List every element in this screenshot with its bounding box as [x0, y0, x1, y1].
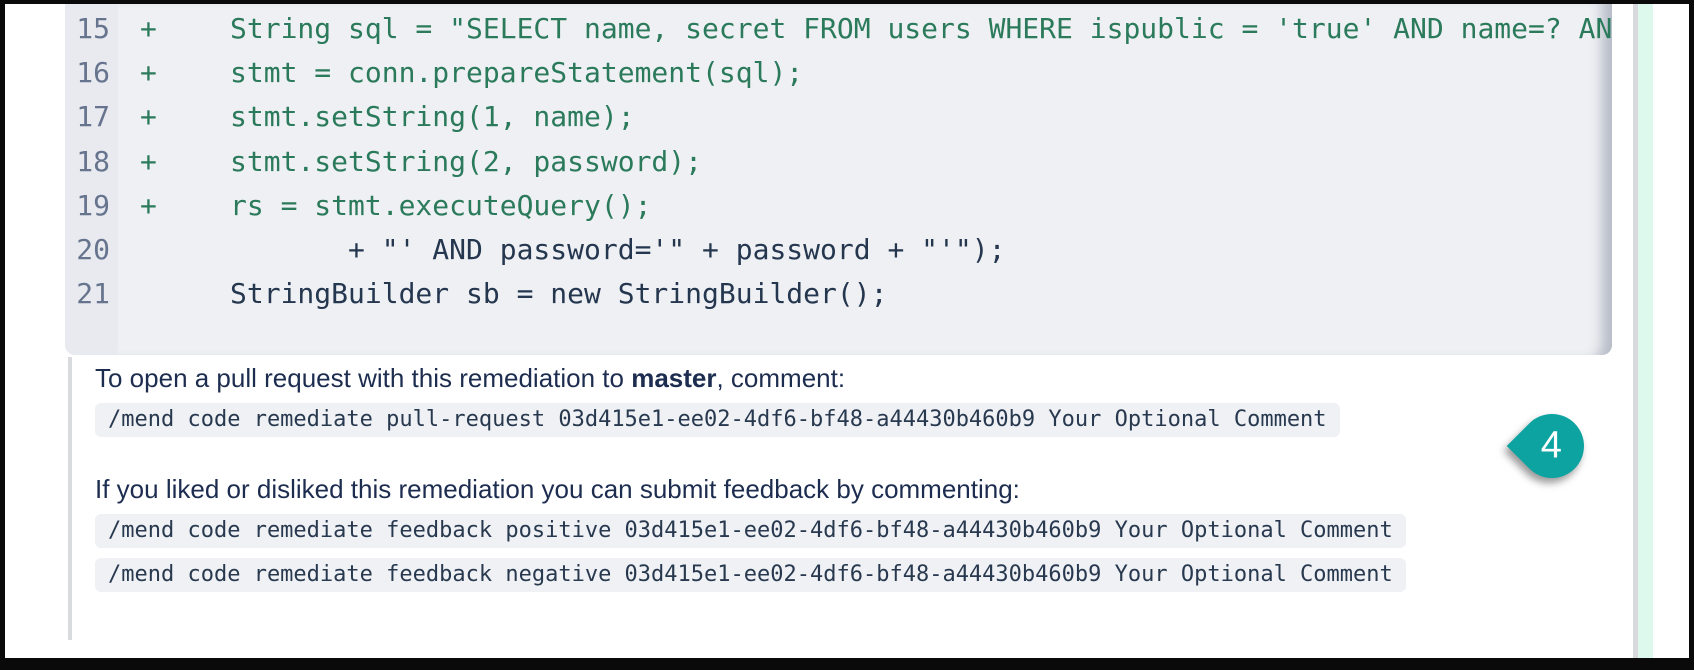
- diff-line: 16 + stmt = conn.prepareStatement(sql);: [65, 50, 1612, 94]
- annotation-badge-4: 4: [1506, 400, 1598, 492]
- line-number: 15: [76, 11, 110, 45]
- scroll-strip[interactable]: [1638, 4, 1653, 658]
- code-text: stmt.setString(1, name);: [230, 100, 635, 134]
- line-number: 19: [76, 188, 110, 222]
- pull-request-note: To open a pull request with this remedia…: [95, 360, 845, 396]
- blockquote-border: [68, 357, 72, 640]
- diff-line: 17 + stmt.setString(1, name);: [65, 95, 1612, 139]
- diff-add-sign: +: [140, 100, 157, 134]
- diff-code-block[interactable]: 15 + String sql = "SELECT name, secret F…: [65, 4, 1612, 355]
- diff-line: 18 + stmt.setString(2, password);: [65, 139, 1612, 183]
- teardrop-pointer-icon: 4: [1506, 400, 1598, 492]
- line-number: 21: [76, 277, 110, 311]
- diff-add-sign: +: [140, 144, 157, 178]
- line-number-gutter: [65, 4, 118, 355]
- code-text: StringBuilder sb = new StringBuilder();: [230, 277, 888, 311]
- line-number: 16: [76, 55, 110, 89]
- diff-add-sign: +: [140, 188, 157, 222]
- diff-line: 20 + "' AND password='" + password + "'"…: [65, 227, 1612, 271]
- code-text: + "' AND password='" + password + "'");: [230, 233, 1006, 267]
- feedback-negative-command: /mend code remediate feedback negative 0…: [95, 558, 1406, 592]
- pull-request-note-text: To open a pull request with this remedia…: [95, 363, 632, 393]
- code-text: stmt.setString(2, password);: [230, 144, 703, 178]
- diff-add-sign: +: [140, 55, 157, 89]
- pull-request-note-suffix: , comment:: [716, 363, 846, 393]
- code-text: rs = stmt.executeQuery();: [230, 188, 652, 222]
- code-text: stmt = conn.prepareStatement(sql);: [230, 55, 804, 89]
- comment-body: 15 + String sql = "SELECT name, secret F…: [5, 4, 1689, 658]
- scroll-strip-divider: [1633, 4, 1638, 658]
- diff-line: 19 + rs = stmt.executeQuery();: [65, 183, 1612, 227]
- code-text: String sql = "SELECT name, secret FROM u…: [230, 11, 1612, 45]
- feedback-positive-command: /mend code remediate feedback positive 0…: [95, 514, 1406, 548]
- diff-line: 15 + String sql = "SELECT name, secret F…: [65, 6, 1612, 50]
- diff-line: 21 StringBuilder sb = new StringBuilder(…: [65, 272, 1612, 316]
- pull-request-command: /mend code remediate pull-request 03d415…: [95, 403, 1340, 437]
- feedback-note: If you liked or disliked this remediatio…: [95, 474, 1020, 504]
- line-number: 18: [76, 144, 110, 178]
- line-number: 20: [76, 233, 110, 267]
- annotation-badge-label: 4: [1541, 424, 1563, 467]
- line-number: 17: [76, 100, 110, 134]
- branch-name: master: [631, 363, 717, 393]
- diff-add-sign: +: [140, 11, 157, 45]
